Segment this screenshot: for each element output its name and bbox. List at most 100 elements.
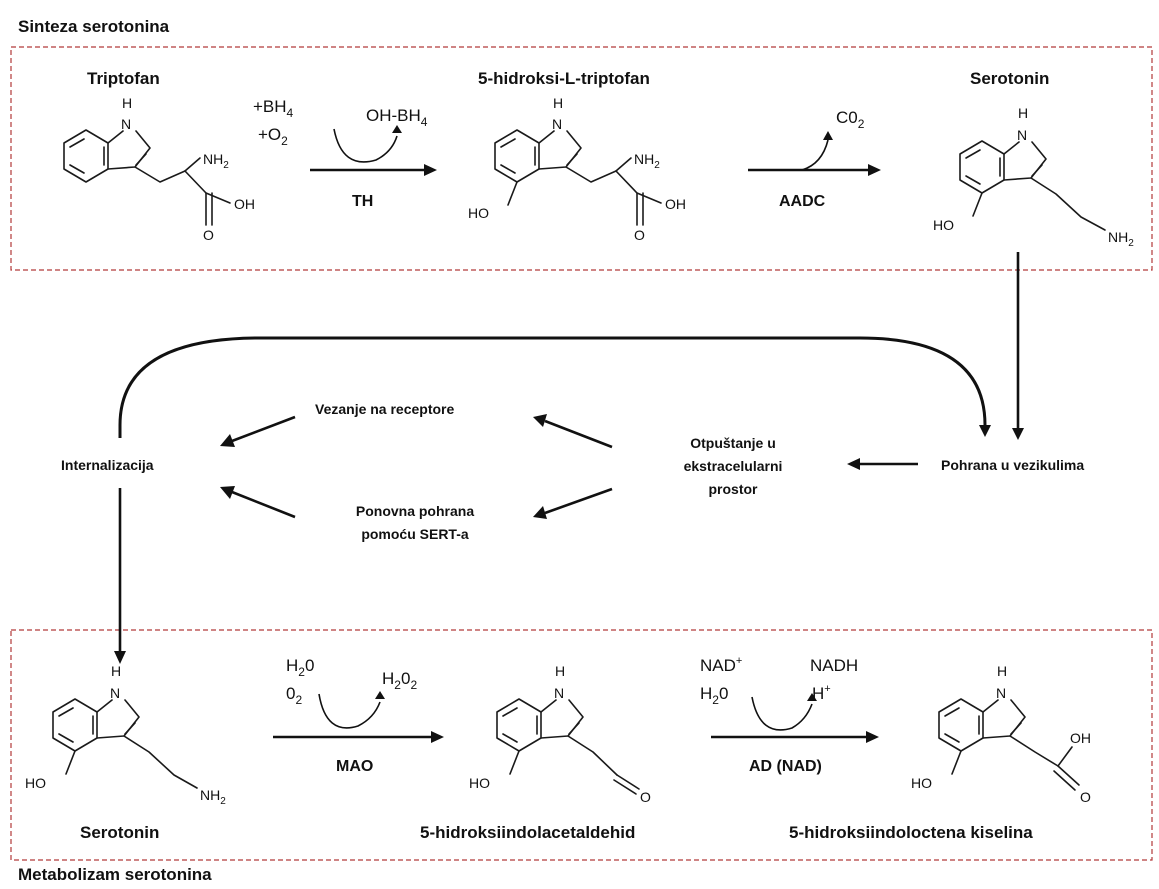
aldehyde-atom-n: N (554, 685, 564, 701)
acid-atom-ho: HO (911, 775, 932, 791)
aadc-product-co2-sub: 2 (858, 117, 865, 131)
serotonin-synthesis-atom-n: N (1017, 127, 1027, 143)
mao-product-peroxide: H (382, 669, 394, 688)
serotonin-metabolism-atom-nh: NH (200, 787, 220, 803)
metabolism-title: Metabolizam serotonina (18, 865, 212, 884)
acid-label: 5-hidroksiindoloctena kiselina (789, 823, 1033, 842)
serotonin-synthesis-atom-h: H (1018, 105, 1028, 121)
mao-substrate-water-sub: 2 (298, 665, 305, 679)
acid-atom-oh: OH (1070, 730, 1091, 746)
hydroxytryptophan-structure: H N NH2 OH O HO (468, 95, 686, 243)
serotonin-metabolism-label: Serotonin (80, 823, 159, 842)
tryptophan-atom-n: N (121, 116, 131, 132)
tryptophan-atom-nh-sub: 2 (223, 160, 229, 171)
aadc-product-co2: C0 (836, 108, 858, 127)
mao-product-peroxide-mid: 0 (401, 669, 410, 688)
serotonin-synthesis-label: Serotonin (970, 69, 1049, 88)
reuptake-label-line2: pomoću SERT-a (361, 526, 469, 542)
internalization-label: Internalizacija (61, 457, 154, 473)
storage-in-vesicles-label: Pohrana u vezikulima (941, 457, 1084, 473)
release-label-line2: ekstracelularni (684, 458, 783, 474)
svg-text:H202: H202 (382, 669, 417, 692)
svg-text:NH2: NH2 (200, 787, 226, 807)
release-cycle (114, 252, 1024, 664)
svg-text:H20: H20 (286, 656, 314, 679)
tryptophan-atom-nh: NH (203, 151, 223, 167)
svg-text:NH2: NH2 (203, 151, 229, 171)
mao-substrate-water-tail: 0 (305, 656, 314, 675)
synthesis-box (10, 46, 1153, 271)
aldehyde-label: 5-hidroksiindolacetaldehid (420, 823, 635, 842)
mao-product-peroxide-sub2: 2 (410, 678, 417, 692)
hydroxytryptophan-atom-oh: OH (665, 196, 686, 212)
hydroxytryptophan-atom-nh: NH (634, 151, 654, 167)
ad-substrate-water-sub: 2 (712, 693, 719, 707)
th-reaction: +BH4 +O2 OH-BH4 TH (253, 97, 437, 210)
mao-substrate-water: H (286, 656, 298, 675)
ad-substrate-water-tail: 0 (719, 684, 728, 703)
th-cofactor-bh4-sub: 4 (287, 106, 294, 120)
aadc-reaction: C02 AADC (748, 108, 881, 210)
svg-text:C02: C02 (836, 108, 865, 131)
release-label-line1: Otpuštanje u (690, 435, 776, 451)
serotonin-metabolism-atom-h: H (111, 663, 121, 679)
serotonin-synthesis-atom-nh-sub: 2 (1128, 238, 1134, 249)
tryptophan-label: Triptofan (87, 69, 160, 88)
aadc-enzyme-label: AADC (779, 193, 826, 210)
svg-text:02: 02 (286, 684, 302, 707)
serotonin-synthesis-atom-ho: HO (933, 217, 954, 233)
th-product-ohbh4-sub: 4 (421, 115, 428, 129)
svg-text:OH-BH4: OH-BH4 (366, 106, 428, 129)
tryptophan-structure: H N NH2 OH O (63, 95, 255, 243)
hydroxytryptophan-atom-nh-sub: 2 (654, 160, 660, 171)
serotonin-synthesis-structure: H N NH2 HO (933, 105, 1134, 249)
ad-product-proton-sup: + (824, 683, 830, 695)
reuptake-label-line1: Ponovna pohrana (356, 503, 474, 519)
tryptophan-atom-h: H (122, 95, 132, 111)
ad-enzyme-label: AD (NAD) (749, 758, 822, 775)
acid-structure: H N OH O HO (911, 663, 1091, 805)
synthesis-title: Sinteza serotonina (18, 17, 170, 36)
metabolism-box (10, 629, 1153, 861)
th-cofactor-bh4: +BH (253, 97, 287, 116)
hydroxytryptophan-atom-o: O (634, 227, 645, 243)
serotonin-metabolism-structure: H N NH2 HO (25, 663, 226, 807)
ad-reaction: NAD+ H20 NADH H+ AD (NAD) (700, 655, 879, 775)
th-cofactor-o2-sub: 2 (281, 134, 288, 148)
acid-atom-o: O (1080, 789, 1091, 805)
tryptophan-atom-o: O (203, 227, 214, 243)
svg-text:NH2: NH2 (1108, 229, 1134, 249)
mao-product-peroxide-sub1: 2 (394, 678, 401, 692)
th-enzyme-label: TH (352, 193, 373, 210)
svg-text:NH2: NH2 (634, 151, 660, 171)
th-product-ohbh4: OH-BH (366, 106, 421, 125)
acid-atom-h: H (997, 663, 1007, 679)
mao-substrate-oxygen-sub: 2 (295, 693, 302, 707)
aldehyde-atom-ho: HO (469, 775, 490, 791)
serotonin-metabolism-atom-nh-sub: 2 (220, 796, 226, 807)
hydroxytryptophan-atom-ho: HO (468, 205, 489, 221)
th-cofactor-o2: +O (258, 125, 281, 144)
aldehyde-structure: H N O HO (469, 663, 651, 805)
svg-text:H20: H20 (700, 684, 728, 707)
serotonin-synthesis-atom-nh: NH (1108, 229, 1128, 245)
ad-substrate-water: H (700, 684, 712, 703)
ad-substrate-nad: NAD (700, 656, 736, 675)
mao-reaction: H20 02 H202 MAO (273, 656, 444, 775)
hydroxytryptophan-label: 5-hidroksi-L-triptofan (478, 69, 650, 88)
hydroxytryptophan-atom-h: H (553, 95, 563, 111)
serotonin-metabolism-atom-n: N (110, 685, 120, 701)
release-label-line3: prostor (709, 481, 759, 497)
serotonin-metabolism-atom-ho: HO (25, 775, 46, 791)
svg-text:+BH4: +BH4 (253, 97, 294, 120)
tryptophan-atom-oh: OH (234, 196, 255, 212)
ad-substrate-nad-sup: + (736, 655, 742, 667)
aldehyde-atom-o: O (640, 789, 651, 805)
mao-substrate-oxygen: 0 (286, 684, 295, 703)
acid-atom-n: N (996, 685, 1006, 701)
ad-product-nadh: NADH (810, 656, 858, 675)
hydroxytryptophan-atom-n: N (552, 116, 562, 132)
aldehyde-atom-h: H (555, 663, 565, 679)
receptor-binding-label: Vezanje na receptore (315, 401, 455, 417)
